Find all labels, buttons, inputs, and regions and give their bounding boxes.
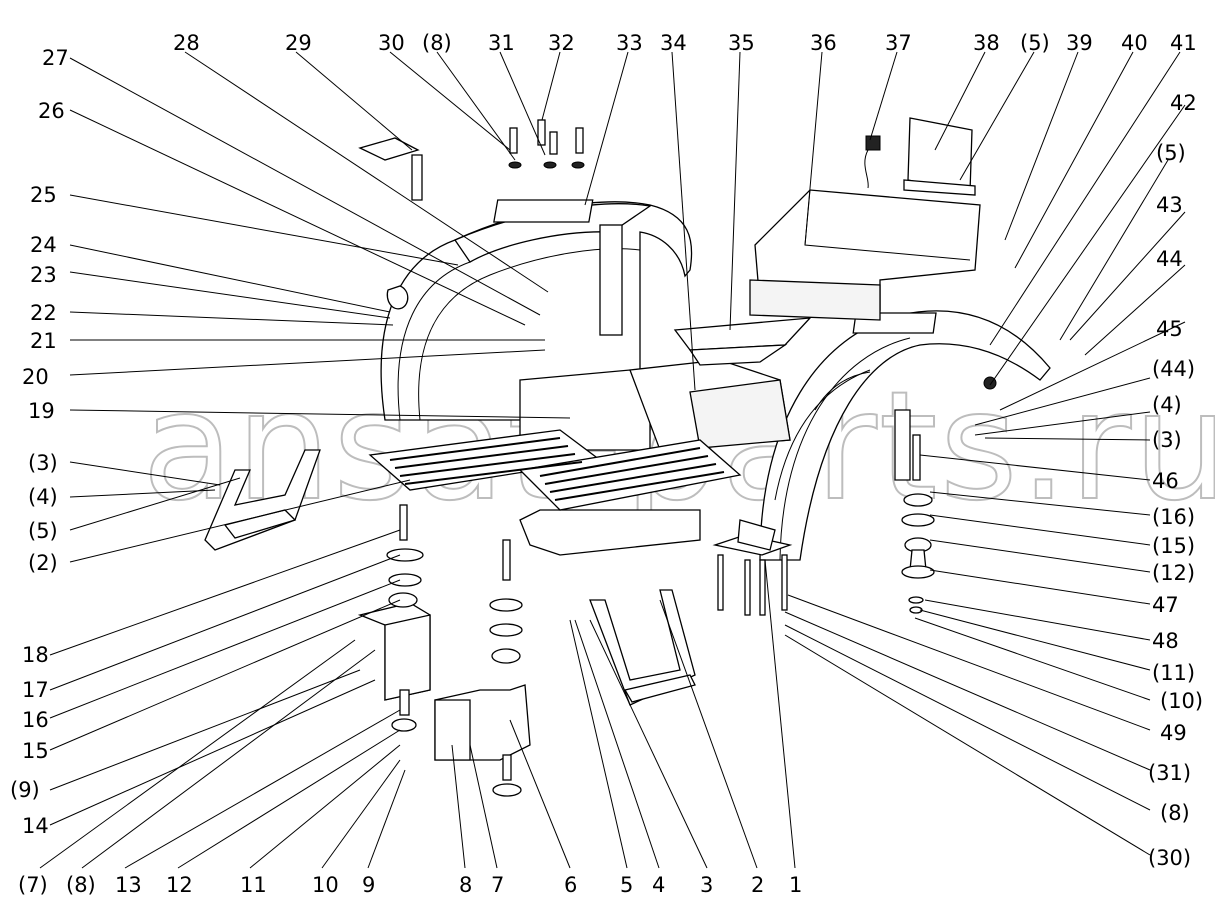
callout-p11: (9) xyxy=(10,778,40,802)
callout-6: 6 xyxy=(564,873,577,897)
callout-p44: (44) xyxy=(1152,357,1195,381)
leader-lines xyxy=(39,51,1186,869)
callout-p3-right: (3) xyxy=(1152,428,1182,452)
step-right xyxy=(589,589,696,706)
callout-p5-top: (5) xyxy=(1020,31,1050,55)
callout-21: 21 xyxy=(30,329,57,353)
mount-plate-1 xyxy=(712,519,793,616)
callout-48: 48 xyxy=(1152,629,1179,653)
callout-35: 35 xyxy=(728,31,755,55)
callout-34: 34 xyxy=(660,31,687,55)
callout-3: 3 xyxy=(700,873,713,897)
callout-44: 44 xyxy=(1156,247,1183,271)
callout-36: 36 xyxy=(810,31,837,55)
callout-p3-left: (3) xyxy=(28,451,58,475)
callout-11: 11 xyxy=(240,873,267,897)
callout-37: 37 xyxy=(885,31,912,55)
callout-39: 39 xyxy=(1066,31,1093,55)
callout-29: 29 xyxy=(285,31,312,55)
left-fender xyxy=(380,199,693,421)
callout-49: 49 xyxy=(1160,721,1187,745)
callout-30: 30 xyxy=(378,31,405,55)
callout-40: 40 xyxy=(1121,31,1148,55)
step-left xyxy=(204,449,321,551)
callout-labels: 28 29 30 (8) 31 32 33 34 35 36 37 38 (5)… xyxy=(10,31,1203,897)
callout-23: 23 xyxy=(30,263,57,287)
bracket-29 xyxy=(358,137,423,201)
callout-27: 27 xyxy=(42,46,69,70)
callout-47: 47 xyxy=(1152,593,1179,617)
callout-46: 46 xyxy=(1152,469,1179,493)
callout-19: 19 xyxy=(28,399,55,423)
callout-p10: (11) xyxy=(1152,661,1195,685)
callout-p15: (15) xyxy=(1152,534,1195,558)
mount-bracket-left xyxy=(357,504,431,732)
callout-42: 42 xyxy=(1170,91,1197,115)
callout-p8-bottom: (8) xyxy=(66,873,96,897)
callout-p4-right: (4) xyxy=(1152,393,1182,417)
plate-38 xyxy=(903,117,976,196)
callout-p7: (7) xyxy=(18,873,48,897)
callout-28: 28 xyxy=(173,31,200,55)
mount-bracket-center xyxy=(434,539,531,797)
callout-7: 7 xyxy=(491,873,504,897)
callout-9: 9 xyxy=(362,873,375,897)
cab-frame xyxy=(519,189,981,556)
callout-p5-right: (5) xyxy=(1156,141,1186,165)
callout-10: 10 xyxy=(312,873,339,897)
mount-stack-right xyxy=(894,409,935,614)
callout-2: 2 xyxy=(751,873,764,897)
callout-12: 12 xyxy=(166,873,193,897)
callout-4: 4 xyxy=(652,873,665,897)
switch-37 xyxy=(864,135,881,189)
callout-32: 32 xyxy=(548,31,575,55)
callout-45: 45 xyxy=(1156,317,1183,341)
callout-p30: (30) xyxy=(1148,846,1191,870)
callout-p9: (10) xyxy=(1160,689,1203,713)
callout-8: 8 xyxy=(459,873,472,897)
callout-p2: (2) xyxy=(28,551,58,575)
callout-16: 16 xyxy=(22,708,49,732)
callout-18: 18 xyxy=(22,643,49,667)
right-fender xyxy=(759,310,1051,561)
callout-p4-left: (4) xyxy=(28,485,58,509)
callout-p31: (31) xyxy=(1148,761,1191,785)
callout-33: 33 xyxy=(616,31,643,55)
floor-grates xyxy=(368,429,742,511)
callout-5: 5 xyxy=(620,873,633,897)
callout-p8-right: (8) xyxy=(1160,801,1190,825)
bolt-set-top xyxy=(508,119,585,169)
callout-20: 20 xyxy=(22,365,49,389)
callout-17: 17 xyxy=(22,678,49,702)
callout-13: 13 xyxy=(115,873,142,897)
callout-25: 25 xyxy=(30,183,57,207)
callout-p12: (12) xyxy=(1152,561,1195,585)
callout-15: 15 xyxy=(22,739,49,763)
callout-p8-top: (8) xyxy=(422,31,452,55)
callout-38: 38 xyxy=(973,31,1000,55)
callout-26: 26 xyxy=(38,99,65,123)
callout-43: 43 xyxy=(1156,193,1183,217)
callout-p16: (16) xyxy=(1152,505,1195,529)
callout-22: 22 xyxy=(30,301,57,325)
callout-31: 31 xyxy=(488,31,515,55)
callout-24: 24 xyxy=(30,233,57,257)
callout-1: 1 xyxy=(789,873,802,897)
callout-14: 14 xyxy=(22,814,49,838)
callout-41: 41 xyxy=(1170,31,1197,55)
callout-p5-left: (5) xyxy=(28,519,58,543)
